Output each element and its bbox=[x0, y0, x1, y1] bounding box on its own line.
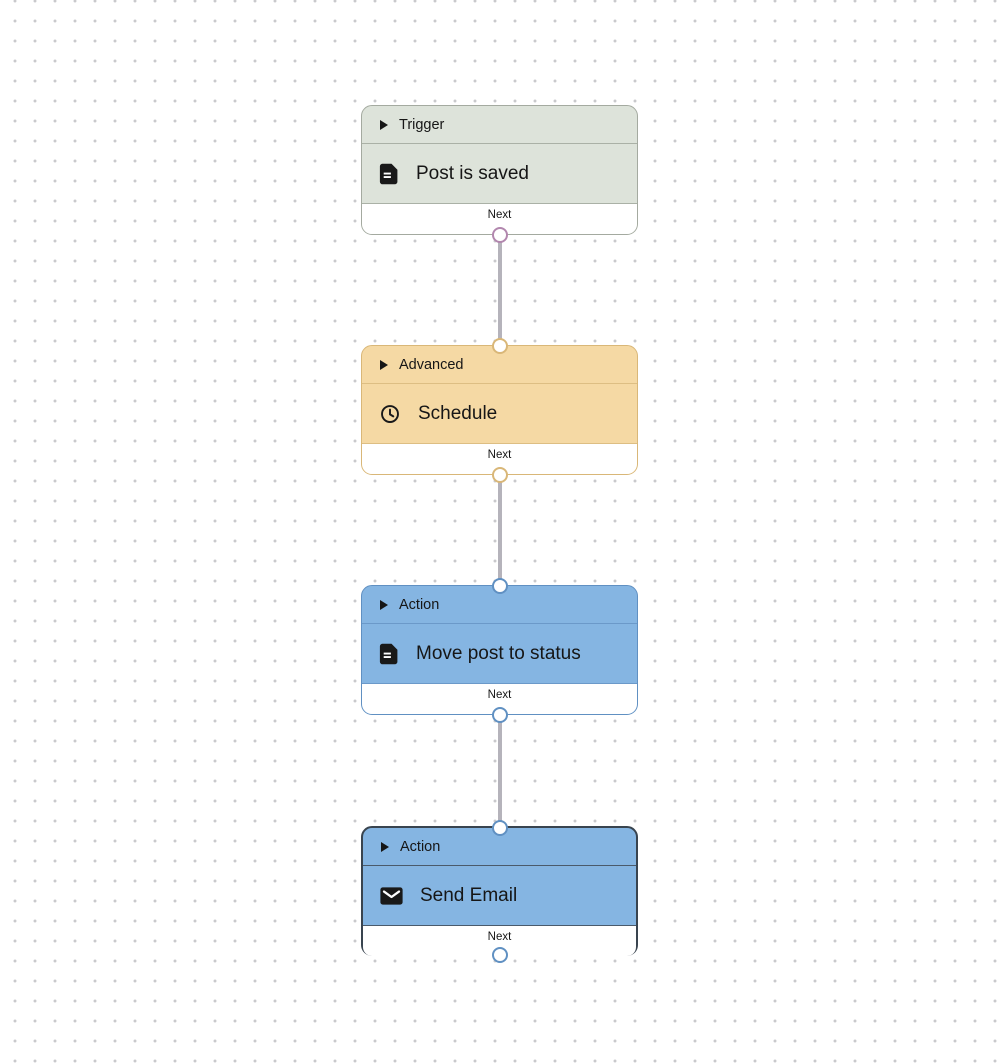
next-label: Next bbox=[487, 449, 512, 461]
next-label: Next bbox=[487, 931, 512, 943]
connector-line bbox=[497, 475, 502, 585]
node-body[interactable]: Schedule bbox=[362, 384, 637, 443]
node-category-label: Advanced bbox=[399, 356, 464, 373]
node-title: Move post to status bbox=[416, 642, 581, 664]
workflow-node-send-email[interactable]: Action Send Email Next bbox=[361, 819, 638, 963]
node-body[interactable]: Move post to status bbox=[362, 624, 637, 683]
connector-line bbox=[497, 235, 502, 345]
node-category-label: Trigger bbox=[399, 116, 445, 133]
output-port[interactable] bbox=[491, 226, 508, 243]
node-header[interactable]: Trigger bbox=[362, 106, 637, 144]
output-port[interactable] bbox=[491, 706, 508, 723]
node-header[interactable]: Advanced bbox=[362, 346, 637, 384]
output-port[interactable] bbox=[491, 466, 508, 483]
next-label: Next bbox=[487, 689, 512, 701]
node-footer: Next bbox=[362, 443, 637, 474]
node-header[interactable]: Action bbox=[362, 586, 637, 624]
node-title: Send Email bbox=[420, 884, 518, 906]
document-icon bbox=[379, 163, 399, 185]
document-icon bbox=[379, 643, 399, 665]
node-body[interactable]: Post is saved bbox=[362, 144, 637, 203]
clock-icon bbox=[379, 403, 401, 425]
workflow-node-schedule[interactable]: Advanced Schedule Next bbox=[361, 337, 638, 483]
connector-line bbox=[497, 715, 502, 826]
node-category-label: Action bbox=[399, 596, 440, 613]
workflow-node-move-post[interactable]: Action Move post to status Next bbox=[361, 577, 638, 723]
next-label: Next bbox=[487, 209, 512, 221]
node-title: Post is saved bbox=[416, 162, 529, 184]
collapse-triangle-icon[interactable] bbox=[380, 359, 388, 370]
workflow-node-trigger[interactable]: Trigger Post is saved Next bbox=[361, 105, 638, 243]
output-port[interactable] bbox=[491, 946, 508, 963]
input-port[interactable] bbox=[491, 337, 508, 354]
collapse-triangle-icon[interactable] bbox=[380, 119, 388, 130]
input-port[interactable] bbox=[491, 819, 508, 836]
collapse-triangle-icon[interactable] bbox=[380, 599, 388, 610]
input-port[interactable] bbox=[491, 577, 508, 594]
collapse-triangle-icon[interactable] bbox=[381, 841, 389, 852]
node-header[interactable]: Action bbox=[363, 828, 636, 866]
node-category-label: Action bbox=[400, 838, 441, 855]
node-body[interactable]: Send Email bbox=[363, 866, 636, 925]
mail-icon bbox=[380, 886, 403, 905]
node-title: Schedule bbox=[418, 402, 498, 424]
